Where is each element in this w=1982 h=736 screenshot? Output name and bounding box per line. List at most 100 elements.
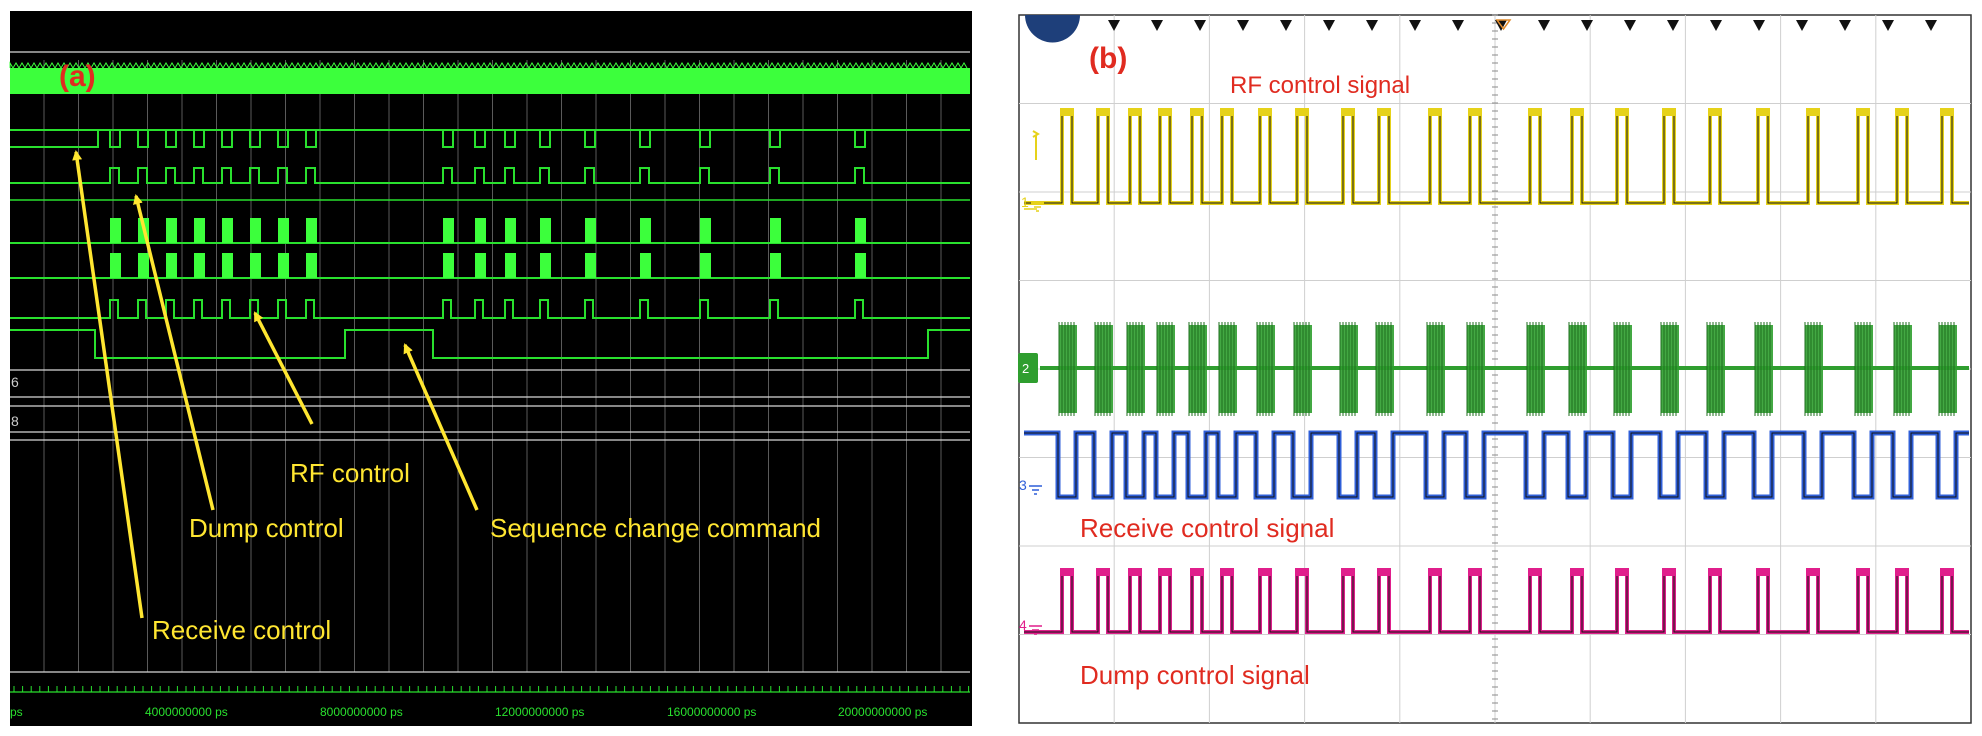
signal-number-8: 8 <box>11 413 19 429</box>
rf-burst <box>194 253 205 278</box>
dense-signal-edge <box>9 61 968 69</box>
rf-burst <box>700 253 711 278</box>
rf-control-trace <box>10 299 970 319</box>
channel-2-marker: 2 <box>1018 353 1038 383</box>
dump-pulse-cap <box>1615 568 1629 576</box>
rf-pulse-cap <box>1895 108 1909 116</box>
dump-pulse-cap <box>1806 568 1820 576</box>
rf-burst <box>278 218 289 243</box>
rf-burst <box>110 218 121 243</box>
channel-3-number: 3 <box>1019 477 1027 493</box>
rf-pulse-cap <box>1190 108 1204 116</box>
marker-triangle-icon <box>1194 20 1206 31</box>
dump-pulse-cap <box>1295 568 1309 576</box>
rf-burst <box>770 253 781 278</box>
rf-burst <box>250 218 261 243</box>
rf-pulse-cap <box>1615 108 1629 116</box>
rf-burst <box>222 218 233 243</box>
annotation-rf-control: RF control <box>290 458 410 488</box>
annotation-receive-control: Receive control <box>152 615 331 645</box>
panel-a-dense-signal <box>9 61 970 94</box>
rf-burst <box>700 218 711 243</box>
marker-triangle-icon <box>1839 20 1851 31</box>
annotation-arrow <box>72 150 144 619</box>
marker-triangle-icon <box>1409 20 1421 31</box>
rf-burst <box>443 253 454 278</box>
dump-pulse-cap <box>1940 568 1954 576</box>
rf-pulse-cap <box>1856 108 1870 116</box>
receive-control-trace <box>10 129 970 148</box>
rf-pulse-cap <box>1341 108 1355 116</box>
dump-pulse-cap <box>1756 568 1770 576</box>
rf-pulse-cap <box>1940 108 1954 116</box>
rf-pulse-cap <box>1662 108 1676 116</box>
dense-signal-band <box>10 68 970 94</box>
annotation-arrow <box>253 311 314 425</box>
marker-triangle-icon <box>1624 20 1636 31</box>
marker-triangle-icon <box>1108 20 1120 31</box>
rf-burst <box>194 218 205 243</box>
rf-burst <box>306 218 317 243</box>
rf-pulse-cap <box>1060 108 1074 116</box>
rf-pulse-cap <box>1220 108 1234 116</box>
dump-pulse-cap <box>1428 568 1442 576</box>
rf-burst <box>855 218 866 243</box>
rf-pulse-cap <box>1468 108 1482 116</box>
rf-burst <box>640 253 651 278</box>
rf-pulse-cap <box>1158 108 1172 116</box>
dump-pulse-cap <box>1060 568 1074 576</box>
dump-pulse-cap <box>1662 568 1676 576</box>
rf-burst <box>166 253 177 278</box>
sequence-change-trace <box>10 329 970 359</box>
marker-triangle-icon <box>1237 20 1249 31</box>
dump-pulse-cap <box>1341 568 1355 576</box>
rf-burst <box>505 218 516 243</box>
axis-left-fragment: ps <box>10 705 23 719</box>
channel-4-marker: 4 <box>1019 617 1042 635</box>
annotation-arrow <box>133 194 215 511</box>
panel-a-annotation-arrows <box>72 150 479 619</box>
dump-pulse-cap <box>1258 568 1272 576</box>
signal-number-6: 6 <box>11 374 19 390</box>
rf-burst <box>505 253 516 278</box>
marker-triangle-icon <box>1323 20 1335 31</box>
marker-triangle-icon <box>1581 20 1593 31</box>
panel-b-label: (b) <box>1089 42 1127 75</box>
marker-triangle-icon <box>1882 20 1894 31</box>
marker-triangle-icon <box>1753 20 1765 31</box>
rf-burst <box>540 218 551 243</box>
channel-1-marker: 1 <box>1021 130 1044 212</box>
annotation-sequence-change-command: Sequence change command <box>490 513 821 543</box>
time-tick-label: 8000000000 ps <box>320 705 403 719</box>
time-tick-label: 20000000000 ps <box>838 705 927 719</box>
annotation-arrow <box>403 343 479 511</box>
trace-label-receive-control-signal: Receive control signal <box>1080 513 1334 543</box>
rf-pulse-cap <box>1258 108 1272 116</box>
dump-pulse-cap <box>1570 568 1584 576</box>
panel-b-signal-traces <box>1024 108 1969 634</box>
rf-pulse-cap <box>1428 108 1442 116</box>
dump-pulse-cap <box>1468 568 1482 576</box>
dump-control-trace <box>10 167 970 184</box>
marker-triangle-icon <box>1280 20 1292 31</box>
trace-label-dump-control-signal: Dump control signal <box>1080 660 1310 690</box>
panel-a-waveform-viewer: (a) 6 8 ps 4000000000 ps 8000000000 ps 1… <box>9 11 972 726</box>
panel-a-time-axis <box>10 686 970 693</box>
channel-4-number: 4 <box>1019 617 1027 633</box>
panel-a-bus-lines <box>10 51 970 673</box>
rf-burst <box>306 253 317 278</box>
rf-burst <box>585 253 596 278</box>
rf-burst <box>222 253 233 278</box>
rf-burst <box>855 253 866 278</box>
dump-pulse-cap <box>1377 568 1391 576</box>
marker-triangle-icon <box>1796 20 1808 31</box>
receive-trace-edge <box>1024 432 1969 498</box>
channel-1-number: 1 <box>1021 194 1029 210</box>
panel-a-gridlines <box>43 60 942 672</box>
rf-burst <box>443 218 454 243</box>
dump-pulse-cap <box>1895 568 1909 576</box>
rf-pulse-cap <box>1528 108 1542 116</box>
dump-pulse-cap <box>1528 568 1542 576</box>
annotation-dump-control: Dump control <box>189 513 344 543</box>
